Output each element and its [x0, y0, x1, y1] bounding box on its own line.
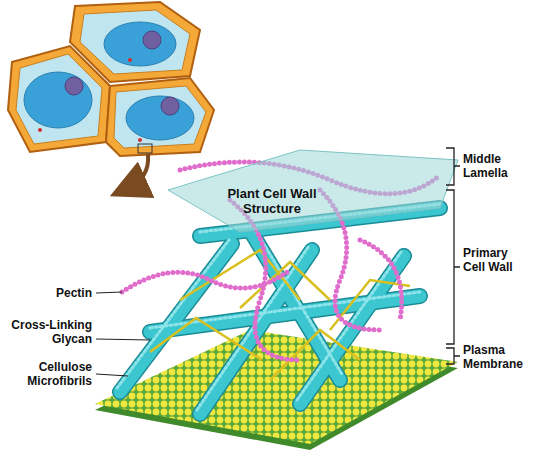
layer-label: Primary Cell Wall [463, 246, 518, 274]
cellulose-microfibrils [117, 204, 440, 414]
part-label: Pectin [4, 286, 92, 300]
figure-caption: Plant Cell Wall Structure [212, 186, 332, 216]
brackets [446, 148, 460, 364]
zoom-arrow [128, 154, 148, 188]
middle-lamella-sheet [168, 150, 458, 232]
layer-label: Middle Lamella [463, 152, 523, 180]
part-label: Cellulose Microfibrils [4, 360, 92, 388]
plant-cells [8, 2, 214, 156]
layer-label: Plasma Membrane [463, 343, 531, 371]
cross-linking-glycans [150, 250, 410, 380]
leader-lines [96, 292, 150, 376]
part-label: Cross-Linking Glycan [4, 318, 92, 346]
